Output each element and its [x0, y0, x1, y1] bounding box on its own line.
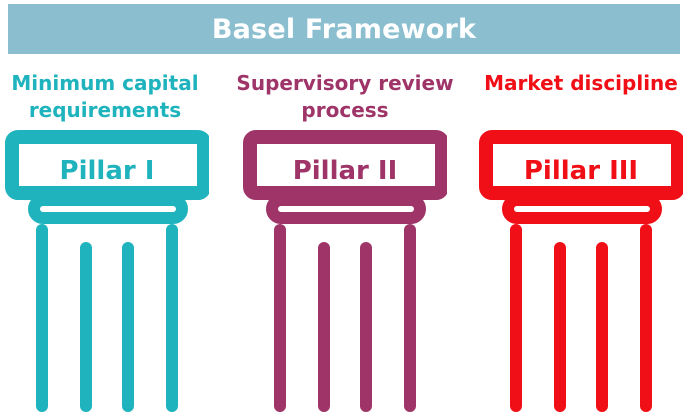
pillar-3-echinus [502, 194, 662, 224]
framework-banner: Basel Framework [8, 4, 680, 54]
pillar-3-label: Pillar III [524, 156, 638, 186]
pillar-1-label: Pillar I [60, 156, 155, 186]
framework-title: Basel Framework [211, 13, 477, 45]
pillar-2-capital [243, 130, 447, 200]
pillar-3-caption: Market discipline [484, 71, 678, 95]
pillar-2-label: Pillar II [293, 156, 398, 186]
pillar-1-caption: Minimum capital requirements [11, 71, 199, 122]
pillar-1-graphic: Pillar I [5, 130, 209, 412]
pillar-3-capital [479, 130, 683, 200]
pillar-2-graphic: Pillar II [243, 130, 447, 412]
pillar-3-graphic: Pillar III [479, 130, 683, 412]
pillar-2-caption: Supervisory review process [236, 71, 454, 122]
pillar-2-echinus [266, 194, 426, 224]
pillar-1-capital [5, 130, 209, 200]
pillar-1-echinus [28, 194, 188, 224]
